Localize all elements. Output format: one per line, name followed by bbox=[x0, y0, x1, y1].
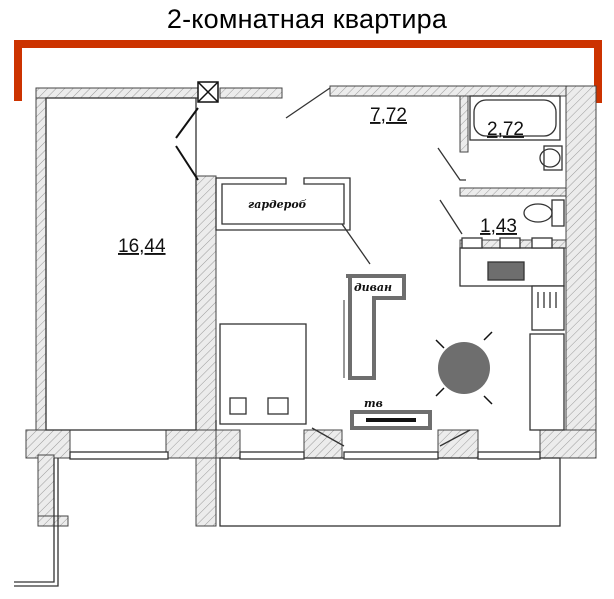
wall-top-right bbox=[329, 85, 597, 97]
window-room bbox=[69, 451, 169, 460]
wall-top-mid bbox=[219, 87, 283, 99]
wall-bottom-mid-a bbox=[215, 429, 241, 459]
interior-lines bbox=[14, 87, 565, 587]
plan-title: 2-комнатная квартира bbox=[166, 4, 448, 34]
window-kitchen bbox=[343, 451, 439, 460]
vent-shaft-icon bbox=[197, 81, 219, 103]
window-mid bbox=[239, 451, 305, 460]
wall-balcony-bottom bbox=[37, 515, 69, 527]
tv-stand bbox=[350, 410, 432, 430]
wall-right bbox=[565, 85, 597, 437]
wardrobe-label: гардероб bbox=[248, 198, 307, 211]
walls bbox=[25, 85, 597, 527]
window-right bbox=[477, 451, 541, 460]
dining-table bbox=[435, 331, 493, 405]
wall-bath-left bbox=[459, 95, 469, 153]
sofa bbox=[346, 274, 406, 380]
wall-bottom-right bbox=[539, 429, 597, 459]
sofa-label: диван bbox=[354, 281, 392, 294]
area-toilet: 1,43 bbox=[480, 216, 517, 237]
tv-label: тв bbox=[364, 397, 383, 410]
kitchen-set bbox=[459, 237, 565, 431]
wall-left bbox=[35, 89, 47, 436]
area-bathroom: 2,72 bbox=[487, 119, 524, 140]
wall-partition bbox=[195, 175, 217, 527]
wall-balcony-left bbox=[37, 454, 55, 526]
bed bbox=[219, 323, 307, 425]
wall-bottom-left bbox=[25, 429, 71, 459]
wall-bottom-left-2 bbox=[165, 429, 217, 459]
wall-top-left bbox=[35, 87, 199, 99]
wall-bath-wc bbox=[459, 187, 567, 197]
area-hall: 7,72 bbox=[370, 105, 407, 126]
area-living-room: 16,44 bbox=[118, 236, 166, 257]
room-door bbox=[175, 107, 199, 181]
wall-bottom-mid-c bbox=[437, 429, 479, 459]
title-bracket bbox=[14, 40, 602, 103]
